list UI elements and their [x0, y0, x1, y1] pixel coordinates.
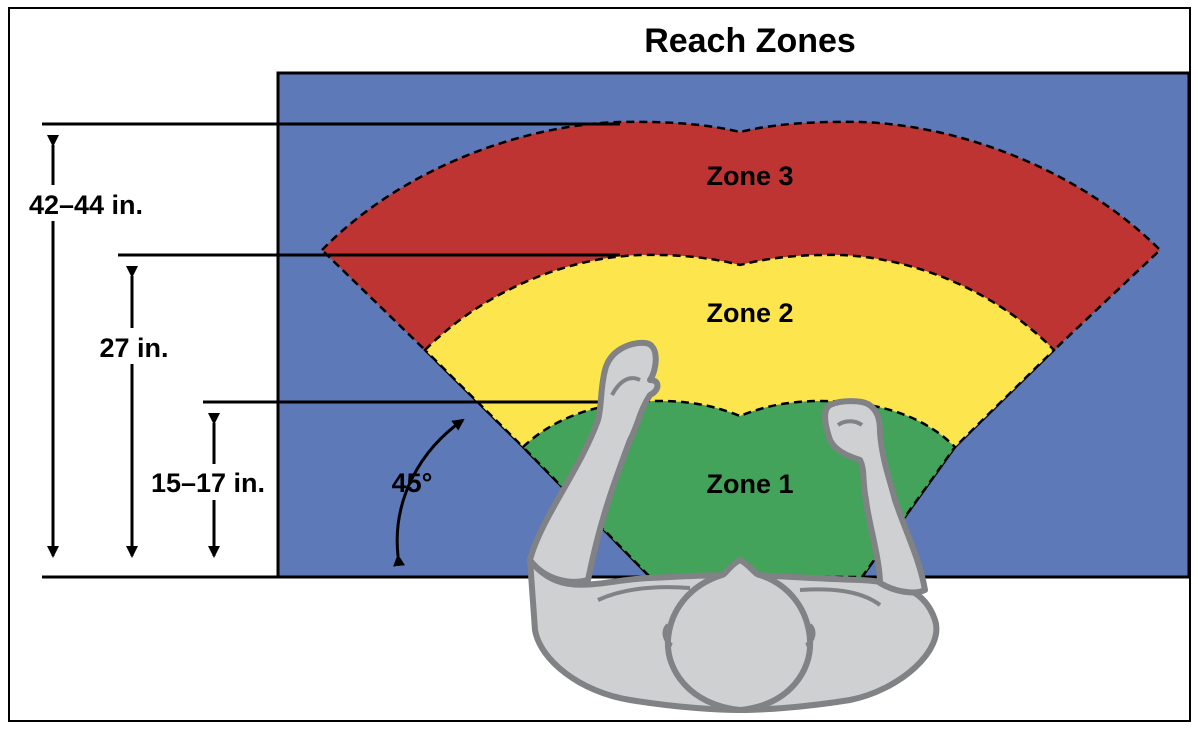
angle-label: 45° [392, 468, 433, 498]
person-figure [527, 339, 940, 713]
diagram-title: Reach Zones [644, 22, 856, 60]
zone-1-label: Zone 1 [706, 469, 793, 499]
zone-3-label: Zone 3 [706, 161, 793, 191]
dimension-label-zone3: 42–44 in. [29, 190, 143, 220]
person-detail-lines [597, 376, 882, 647]
dimension-label-zone1: 15–17 in. [151, 468, 265, 498]
angle-arc [393, 418, 465, 567]
dimension-label-zone2: 27 in. [99, 333, 168, 363]
zone-2-label: Zone 2 [706, 298, 793, 328]
